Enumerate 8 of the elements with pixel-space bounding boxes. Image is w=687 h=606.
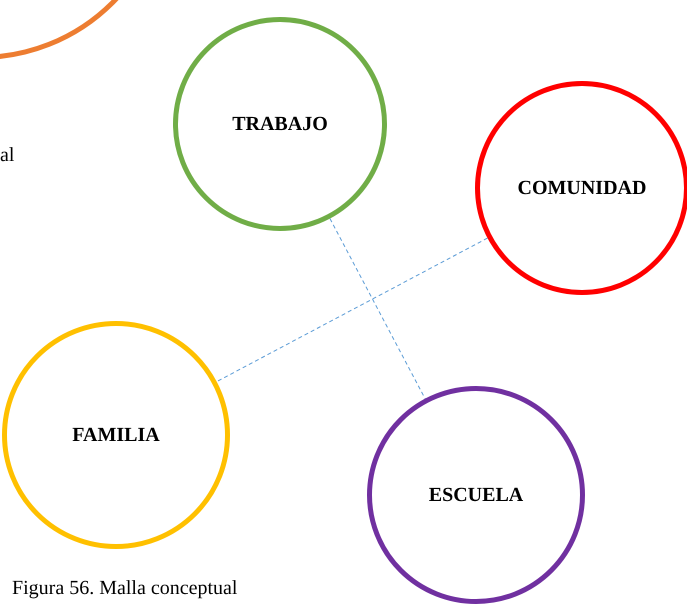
dashed-connector — [329, 218, 426, 400]
concept-label: ESCUELA — [428, 483, 524, 508]
concept-label: TRABAJO — [232, 112, 328, 137]
caption: Figura 56. Malla conceptual — [12, 578, 238, 598]
concept-label: FAMILIA — [72, 423, 160, 448]
dashed-connector — [216, 238, 488, 382]
text-fragment: al — [0, 143, 14, 168]
concept-label: COMUNIDAD — [518, 176, 646, 201]
